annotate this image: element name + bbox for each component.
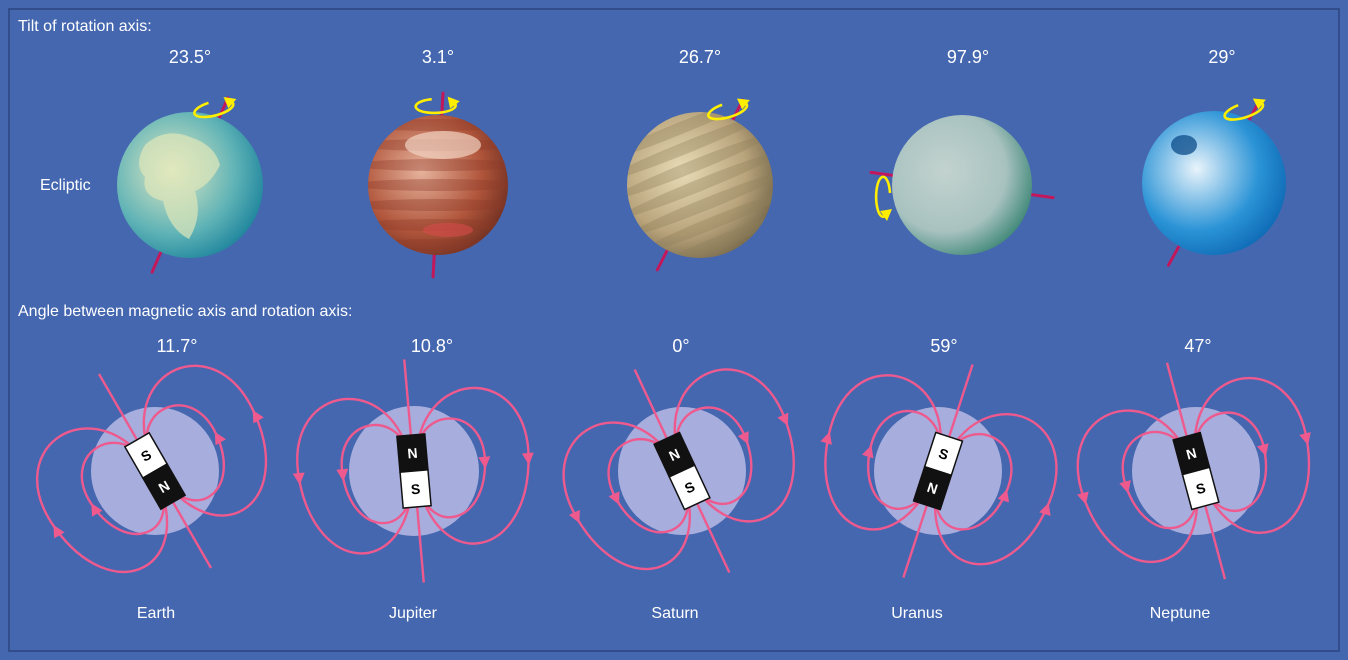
cloud-bands: [627, 112, 773, 258]
rotation-arrow: [707, 98, 750, 121]
planet-name-jupiter: Jupiter: [388, 605, 438, 622]
field-arrowhead: [1119, 480, 1131, 494]
magnetic-value-earth: 11.7°: [156, 336, 198, 356]
field-arrowhead: [214, 431, 226, 446]
planet-globe-jupiter: [368, 91, 508, 279]
field-arrowhead: [820, 431, 832, 445]
magnetic-field-saturn: NS: [562, 368, 795, 574]
tilt-value-uranus: 97.9°: [946, 47, 990, 67]
field-arrowhead: [252, 410, 264, 424]
magnet-bottom-half: [141, 462, 187, 511]
magnetic-value-saturn: 0°: [672, 336, 690, 356]
bar-magnet: SN: [912, 431, 964, 511]
magnet-top-pole-label: N: [1184, 445, 1198, 463]
cloud-bands: [368, 119, 508, 251]
field-arrowhead: [53, 525, 65, 539]
magnetic-field-neptune: NS: [1076, 362, 1311, 580]
dipole-group: SN: [35, 364, 267, 573]
field-arrowhead: [737, 431, 749, 445]
tilt-value-neptune: 29°: [1208, 47, 1236, 67]
planet-globes: [117, 91, 1286, 279]
field-arrowhead: [862, 445, 874, 459]
tilt-value-saturn: 26.7°: [678, 47, 722, 67]
magnet-bottom-pole-label: S: [1194, 479, 1207, 497]
planet-sphere: [1142, 111, 1286, 255]
magnet-bottom-half: [912, 465, 953, 511]
planet-globe-neptune: [1142, 98, 1286, 267]
planet-globe-earth: [117, 96, 263, 274]
ecliptic-label: Ecliptic: [40, 177, 91, 194]
field-arrowhead: [91, 503, 103, 517]
rotation-arrow: [193, 97, 237, 119]
planet-name-neptune: Neptune: [1149, 605, 1211, 622]
magnetic-field-jupiter: NS: [292, 359, 534, 583]
planet-name-earth: Earth: [136, 605, 176, 622]
field-arrowhead: [1039, 502, 1051, 516]
figure-frame: [8, 8, 1340, 652]
dark-spot: [1171, 135, 1197, 155]
field-arrowhead: [292, 472, 305, 486]
magnet-top-pole-label: N: [407, 445, 418, 462]
field-arrowhead: [1299, 431, 1311, 446]
planet-name-uranus: Uranus: [891, 605, 943, 622]
planet-sphere: [892, 115, 1032, 255]
field-arrowhead: [478, 456, 491, 469]
rotation-arrow: [414, 96, 460, 115]
magnetic-value-jupiter: 10.8°: [410, 336, 454, 356]
magnet-bottom-pole-label: S: [410, 481, 421, 498]
dipole-group: SN: [820, 364, 1058, 578]
planet-globe-saturn: [627, 98, 773, 272]
continents: [139, 133, 220, 239]
rotation-arrow: [874, 175, 892, 221]
bar-magnet: NS: [396, 433, 432, 509]
field-arrowhead: [1077, 491, 1089, 505]
bar-magnet: SN: [123, 431, 187, 511]
planet-sphere: [627, 112, 773, 258]
magnet-bottom-pole-label: N: [925, 479, 940, 497]
magnetic-heading: Angle between magnetic axis and rotation…: [18, 303, 353, 320]
dipole-group: NS: [562, 368, 795, 574]
magnet-bottom-half: [668, 464, 711, 511]
rotation-arrow: [1223, 98, 1266, 121]
field-arrowhead: [608, 491, 620, 505]
dipole-group: NS: [292, 359, 534, 583]
field-arrowhead: [568, 509, 580, 524]
magnetic-value-neptune: 47°: [1184, 336, 1212, 356]
field-arrowhead: [1257, 443, 1269, 457]
field-arrowhead: [997, 489, 1010, 503]
tilt-value-jupiter: 3.1°: [421, 47, 455, 67]
magnetic-field-uranus: SN: [820, 364, 1058, 578]
bar-magnet: NS: [653, 431, 711, 511]
magnetic-value-uranus: 59°: [930, 336, 958, 356]
magnetic-field-earth: SN: [35, 364, 267, 573]
magnet-bottom-half: [399, 468, 432, 509]
planet-name-saturn: Saturn: [651, 605, 699, 622]
field-arrowhead: [336, 468, 349, 482]
dipole-group: NS: [1076, 362, 1311, 580]
field-arrowhead: [521, 452, 534, 465]
planet-globe-uranus: [869, 115, 1055, 255]
tilt-heading: Tilt of rotation axis:: [18, 18, 152, 35]
bar-magnet: NS: [1172, 431, 1220, 511]
field-arrowhead: [777, 412, 789, 427]
tilt-value-earth: 23.5°: [168, 47, 212, 67]
magnet-bottom-half: [1181, 466, 1220, 511]
